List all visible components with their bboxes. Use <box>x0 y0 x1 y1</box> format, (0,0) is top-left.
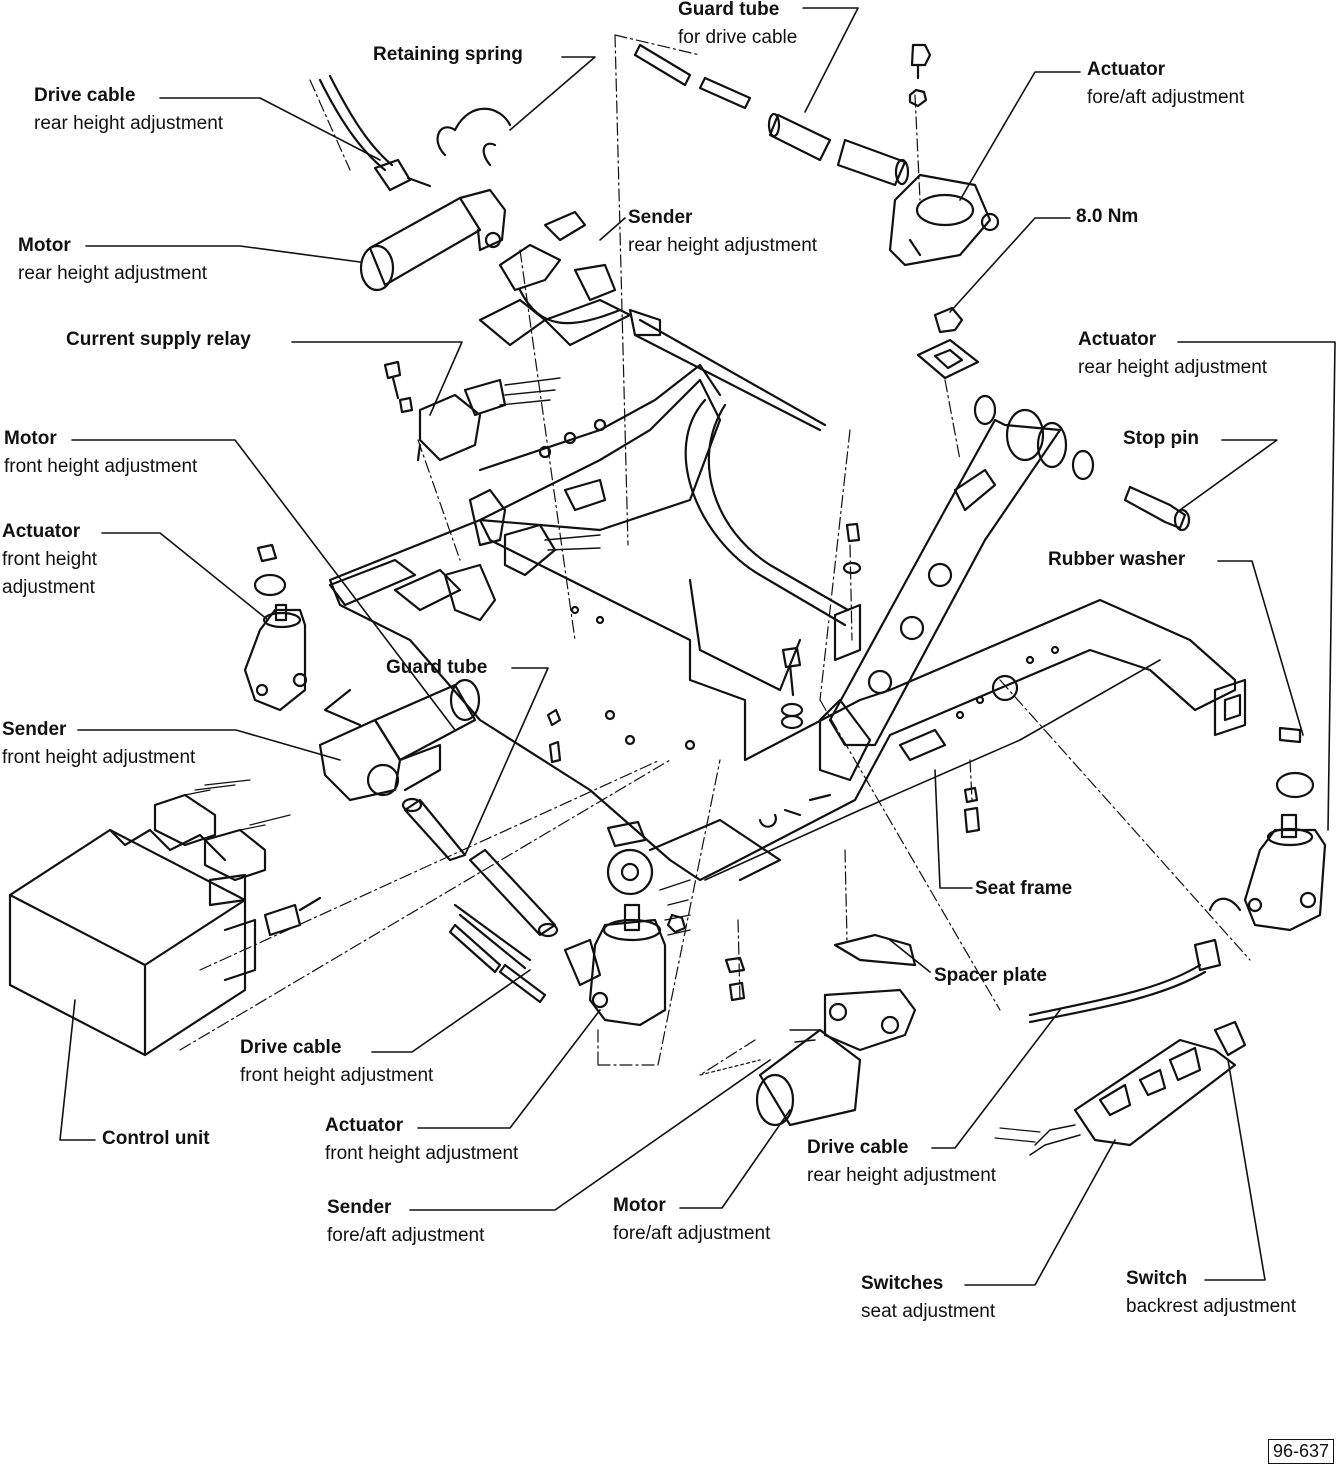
leader-lines <box>59 7 1336 1286</box>
label-subtitle: rear height adjustment <box>807 1165 997 1186</box>
label-title: Motor <box>613 1195 666 1216</box>
figure-reference: 96-637 <box>1267 1439 1334 1464</box>
bolt-stack-part <box>724 522 981 1002</box>
label-spacer-plate: Spacer plate <box>934 962 1047 990</box>
label-subtitle: fore/aft adjustment <box>613 1223 771 1244</box>
link-bracket <box>818 394 1095 782</box>
retaining-spring-part <box>436 107 512 167</box>
label-torque: 8.0 Nm <box>1076 203 1138 231</box>
drive-cable-rear-part <box>1028 938 1222 1024</box>
label-title: Stop pin <box>1123 428 1199 449</box>
label-title: Sender <box>628 207 693 228</box>
actuator-front-left-part <box>243 543 308 712</box>
motor-front-part <box>318 678 481 802</box>
label-motor-rear: Motor rear height adjustment <box>18 232 207 288</box>
cross-tube <box>633 318 862 662</box>
label-switch-backrest: Switch backrest adjustment <box>1126 1265 1296 1321</box>
label-title: Sender <box>327 1197 392 1218</box>
label-subtitle: backrest adjustment <box>1126 1296 1297 1317</box>
label-subtitle: rear height adjustment <box>34 113 224 134</box>
motor-rear-part <box>359 188 507 292</box>
label-title: Control unit <box>102 1128 210 1149</box>
label-actuator-front: Actuator front height adjustment <box>325 1112 518 1168</box>
label-title: Seat frame <box>975 878 1073 899</box>
seat-frame <box>328 363 1247 882</box>
label-title: Switches <box>861 1273 944 1294</box>
label-title: Actuator <box>1078 329 1157 350</box>
label-title: Drive cable <box>807 1137 909 1158</box>
label-actuator-rear: Actuator rear height adjustment <box>1078 326 1267 382</box>
actuator-fore-aft-part <box>888 43 1000 267</box>
label-control-unit: Control unit <box>102 1125 210 1153</box>
alignment-lines <box>179 34 1251 1076</box>
label-subtitle-2: adjustment <box>2 577 95 598</box>
label-title: Current supply relay <box>66 329 251 350</box>
motor-fore-aft-part <box>699 988 917 1127</box>
label-sender-fore-aft: Sender fore/aft adjustment <box>327 1194 484 1250</box>
guard-tube-top-part <box>633 43 910 187</box>
label-title: 8.0 Nm <box>1076 206 1139 227</box>
label-retaining-spring: Retaining spring <box>373 41 523 69</box>
label-subtitle: front height adjustment <box>2 747 196 768</box>
label-subtitle: rear height adjustment <box>1078 357 1268 378</box>
connectors-part <box>153 779 322 937</box>
label-motor-front: Motor front height adjustment <box>4 425 197 481</box>
label-subtitle: front height adjustment <box>325 1143 519 1164</box>
label-subtitle: for drive cable <box>678 27 798 48</box>
label-title: Retaining spring <box>373 44 523 65</box>
label-actuator-front-left: Actuator front height adjustment <box>2 518 97 602</box>
label-subtitle: front height adjustment <box>4 456 198 477</box>
central-bracket-part <box>328 478 607 622</box>
sender-rear-part <box>478 210 662 347</box>
drive-cable-rear-top-part <box>318 74 432 192</box>
label-title: Switch <box>1126 1268 1188 1289</box>
label-subtitle: front height adjustment <box>240 1065 434 1086</box>
label-subtitle: fore/aft adjustment <box>327 1225 485 1246</box>
control-unit-part <box>8 828 257 1057</box>
label-switches-seat: Switches seat adjustment <box>861 1270 995 1326</box>
label-rubber-washer: Rubber washer <box>1048 546 1185 574</box>
current-relay-part <box>383 360 561 462</box>
label-title: Actuator <box>1087 59 1166 80</box>
label-subtitle: rear height adjustment <box>18 263 208 284</box>
label-subtitle: seat adjustment <box>861 1301 996 1322</box>
label-drive-cable-rear-top: Drive cable rear height adjustment <box>34 82 223 138</box>
spacer-plate-part <box>833 933 917 967</box>
label-actuator-fore-aft: Actuator fore/aft adjustment <box>1087 56 1244 112</box>
label-motor-fore-aft: Motor fore/aft adjustment <box>613 1192 770 1248</box>
label-drive-cable-rear: Drive cable rear height adjustment <box>807 1134 996 1190</box>
label-guard-tube-mid: Guard tube <box>386 654 487 682</box>
label-subtitle: front height <box>2 549 98 570</box>
label-title: Spacer plate <box>934 965 1047 986</box>
label-title: Motor <box>18 235 71 256</box>
stop-pin-part <box>1123 485 1191 532</box>
switches-part <box>994 1020 1247 1156</box>
label-current-relay: Current supply relay <box>66 326 251 354</box>
actuator-rear-part <box>1208 726 1327 932</box>
label-title: Drive cable <box>240 1037 342 1058</box>
label-seat-frame: Seat frame <box>975 875 1072 903</box>
nut-and-plate <box>916 306 980 380</box>
label-title: Sender <box>2 719 67 740</box>
label-title: Guard tube <box>678 0 780 20</box>
label-title: Drive cable <box>34 85 136 106</box>
guard-tube-mid-part <box>401 797 559 970</box>
label-title: Actuator <box>2 521 81 542</box>
label-title: Rubber washer <box>1048 549 1186 570</box>
label-stop-pin: Stop pin <box>1123 425 1199 453</box>
drive-cable-front-part <box>448 923 547 1004</box>
label-title: Actuator <box>325 1115 404 1136</box>
label-title: Motor <box>4 428 57 449</box>
label-guard-tube-top: Guard tube for drive cable <box>678 0 797 52</box>
actuator-front-center-part <box>546 708 691 1027</box>
label-sender-front: Sender front height adjustment <box>2 716 195 772</box>
label-drive-cable-front: Drive cable front height adjustment <box>240 1034 433 1090</box>
label-title: Guard tube <box>386 657 488 678</box>
label-subtitle: rear height adjustment <box>628 235 818 256</box>
label-sender-rear: Sender rear height adjustment <box>628 204 817 260</box>
label-subtitle: fore/aft adjustment <box>1087 87 1245 108</box>
